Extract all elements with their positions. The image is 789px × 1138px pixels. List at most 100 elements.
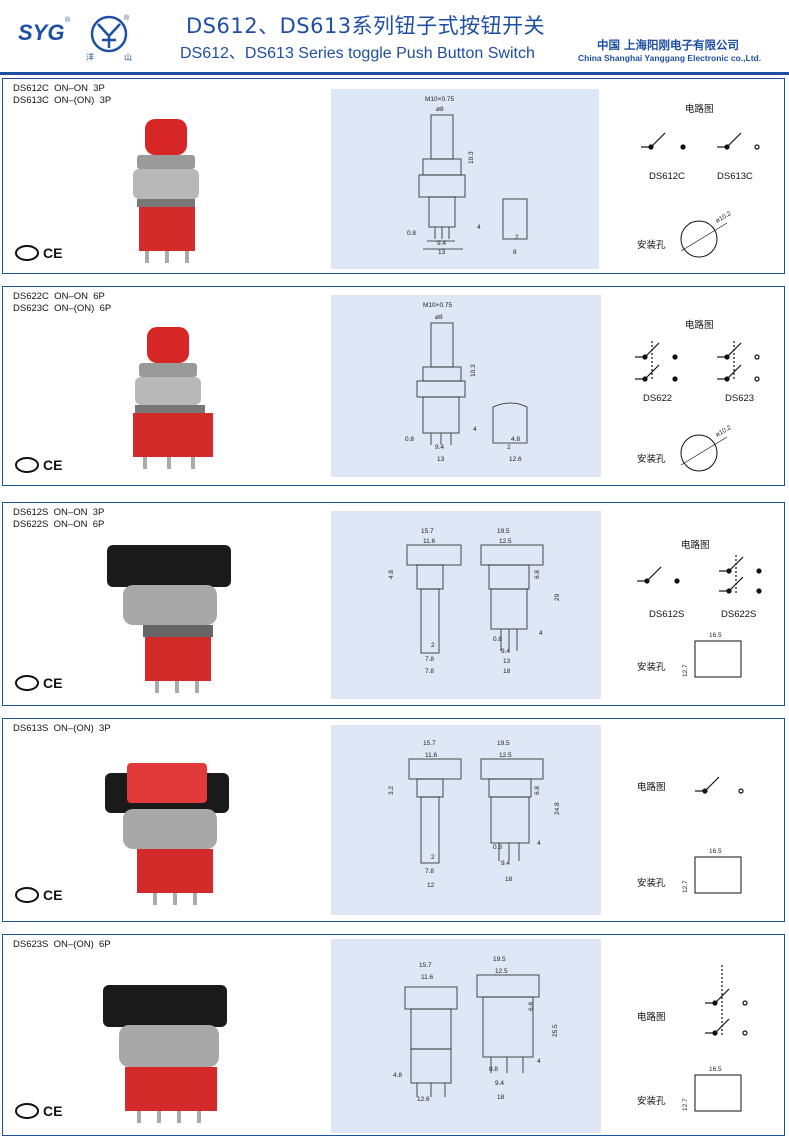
ce-mark-icon: CE — [43, 887, 62, 903]
svg-text:2: 2 — [515, 234, 519, 241]
svg-text:24.8: 24.8 — [554, 802, 561, 815]
mounting-hole-label: 安装孔 — [637, 878, 666, 889]
mounting-hole-diagram: 16.5 12.7 — [682, 1066, 742, 1112]
cert-marks: CE — [15, 1103, 62, 1119]
svg-text:4: 4 — [477, 224, 481, 231]
svg-text:6.8: 6.8 — [534, 786, 541, 795]
svg-text:7.8: 7.8 — [425, 656, 434, 663]
product-panel-ds613s: DS613S ON–(ON) 3P CE 15.7 11.6 19.5 12.5 — [2, 718, 785, 922]
svg-text:4.8: 4.8 — [393, 1072, 402, 1079]
cert-marks: CE — [15, 457, 62, 473]
switch-photo — [105, 763, 229, 905]
diagram-label: DS622 — [643, 393, 673, 404]
svg-text:M10×0.75: M10×0.75 — [423, 302, 452, 309]
svg-text:2: 2 — [431, 642, 435, 649]
model-line: DS612S ON–ON 3P — [13, 507, 105, 518]
svg-text:19.5: 19.5 — [497, 528, 510, 535]
ce-mark-icon: CE — [43, 457, 62, 473]
svg-text:4: 4 — [473, 426, 477, 433]
svg-text:9.4: 9.4 — [435, 444, 444, 451]
technical-drawing: 15.7 11.6 19.5 12.5 3.2 6.8 24.8 2 7.8 1… — [388, 740, 561, 889]
switch-photo — [133, 119, 199, 263]
svg-text:12.5: 12.5 — [499, 538, 512, 545]
svg-text:12.5: 12.5 — [499, 752, 512, 759]
switch-photo — [107, 545, 231, 693]
model-list: DS612S ON–ON 3P DS622S ON–ON 6P — [13, 507, 104, 531]
switch-photo — [103, 985, 227, 1123]
svg-text:13: 13 — [437, 456, 445, 463]
svg-text:SYG: SYG — [18, 20, 64, 45]
circuit-diagram-title: 电路图 — [681, 540, 710, 551]
header-rule — [0, 72, 789, 75]
switch-photo — [133, 327, 213, 469]
cert-marks: CE — [15, 887, 62, 903]
ce-mark-icon: CE — [43, 245, 62, 261]
company-name-en: China Shanghai Yanggang Electronic co.,L… — [578, 53, 762, 63]
product-panel-ds612s: DS612S ON–ON 3P DS622S ON–ON 6P CE 15.7 … — [2, 502, 785, 706]
svg-text:0.8: 0.8 — [493, 636, 502, 643]
svg-text:11.6: 11.6 — [423, 538, 436, 545]
model-list: DS612C ON–ON 3P DS613C ON–(ON) 3P — [13, 83, 111, 107]
svg-text:7.8: 7.8 — [425, 868, 434, 875]
dimension-drawing: 15.7 11.6 19.5 12.5 4.8 6.8 25.5 12.6 0.… — [331, 939, 601, 1133]
svg-text:8: 8 — [513, 249, 517, 256]
svg-text:29: 29 — [554, 593, 561, 601]
circuit-diagram — [695, 776, 744, 794]
cqc-mark-icon — [15, 1103, 39, 1119]
mounting-hole-diagram: ø10.2 — [680, 210, 733, 258]
svg-text:12.5: 12.5 — [495, 968, 508, 975]
svg-text:12.7: 12.7 — [682, 880, 689, 893]
cqc-mark-icon — [15, 887, 39, 903]
svg-text:0.8: 0.8 — [493, 844, 502, 851]
svg-text:18: 18 — [497, 1094, 505, 1101]
svg-text:3.2: 3.2 — [388, 786, 395, 795]
cqc-mark-icon — [15, 245, 39, 261]
model-line: DS613S ON–(ON) 3P — [13, 723, 111, 734]
svg-text:11.6: 11.6 — [421, 974, 434, 981]
svg-text:0.8: 0.8 — [407, 230, 416, 237]
svg-text:9.4: 9.4 — [495, 1080, 504, 1087]
syg-logo-icon: SYG ® ® 洋 山 — [18, 14, 132, 62]
svg-text:25.5: 25.5 — [552, 1024, 559, 1037]
circuit-diagram-title: 电路图 — [637, 782, 666, 793]
page-title-zh: DS612、DS613系列钮子式按钮开关 — [186, 14, 546, 38]
circuit-diagram — [637, 555, 762, 595]
svg-text:®: ® — [124, 14, 130, 22]
svg-text:15.7: 15.7 — [421, 528, 434, 535]
svg-text:4.8: 4.8 — [511, 436, 520, 443]
svg-text:12.7: 12.7 — [682, 664, 689, 677]
svg-text:16.5: 16.5 — [709, 1066, 722, 1073]
header: SYG ® ® 洋 山 DS612、DS613系列钮子式按钮开关 DS612、D… — [0, 0, 789, 76]
svg-text:ø10.2: ø10.2 — [715, 210, 733, 225]
svg-text:12.6: 12.6 — [417, 1096, 430, 1103]
svg-text:0.8: 0.8 — [405, 436, 414, 443]
svg-text:4: 4 — [537, 840, 541, 847]
brand-logo: SYG ® ® 洋 山 — [14, 10, 144, 66]
svg-text:4.8: 4.8 — [388, 570, 395, 579]
ce-mark-icon: CE — [43, 675, 62, 691]
svg-text:16.5: 16.5 — [709, 632, 722, 639]
svg-text:M10×0.75: M10×0.75 — [425, 96, 454, 103]
circuit-diagram-title: 电路图 — [685, 104, 714, 115]
svg-text:18: 18 — [503, 668, 511, 675]
page-title-en: DS612、DS613 Series toggle Push Button Sw… — [180, 45, 535, 62]
model-line: DS623C ON–(ON) 6P — [13, 303, 112, 314]
model-line: DS612C ON–ON 3P — [13, 83, 105, 94]
svg-text:ø8: ø8 — [436, 106, 444, 113]
svg-text:10.3: 10.3 — [470, 364, 477, 377]
svg-text:4: 4 — [539, 630, 543, 637]
svg-text:19.5: 19.5 — [497, 740, 510, 747]
company-name-zh: 中国 上海阳刚电子有限公司 — [597, 38, 740, 52]
circuit-diagram — [635, 341, 760, 382]
cert-marks: CE — [15, 245, 62, 261]
svg-text:6.8: 6.8 — [528, 1002, 535, 1011]
svg-text:ø10.2: ø10.2 — [715, 424, 733, 439]
technical-drawing: 15.7 11.6 19.5 12.5 4.8 6.8 25.5 12.6 0.… — [393, 956, 559, 1103]
mounting-hole-diagram: ø10.2 — [680, 424, 733, 472]
svg-text:ø8: ø8 — [435, 314, 443, 321]
svg-text:18: 18 — [505, 876, 513, 883]
dimension-drawing: 15.7 11.6 19.5 12.5 4.8 6.8 29 2 7.8 7.8… — [331, 511, 601, 699]
cqc-mark-icon — [15, 457, 39, 473]
model-line: DS622C ON–ON 6P — [13, 291, 105, 302]
svg-text:10.3: 10.3 — [468, 151, 475, 164]
